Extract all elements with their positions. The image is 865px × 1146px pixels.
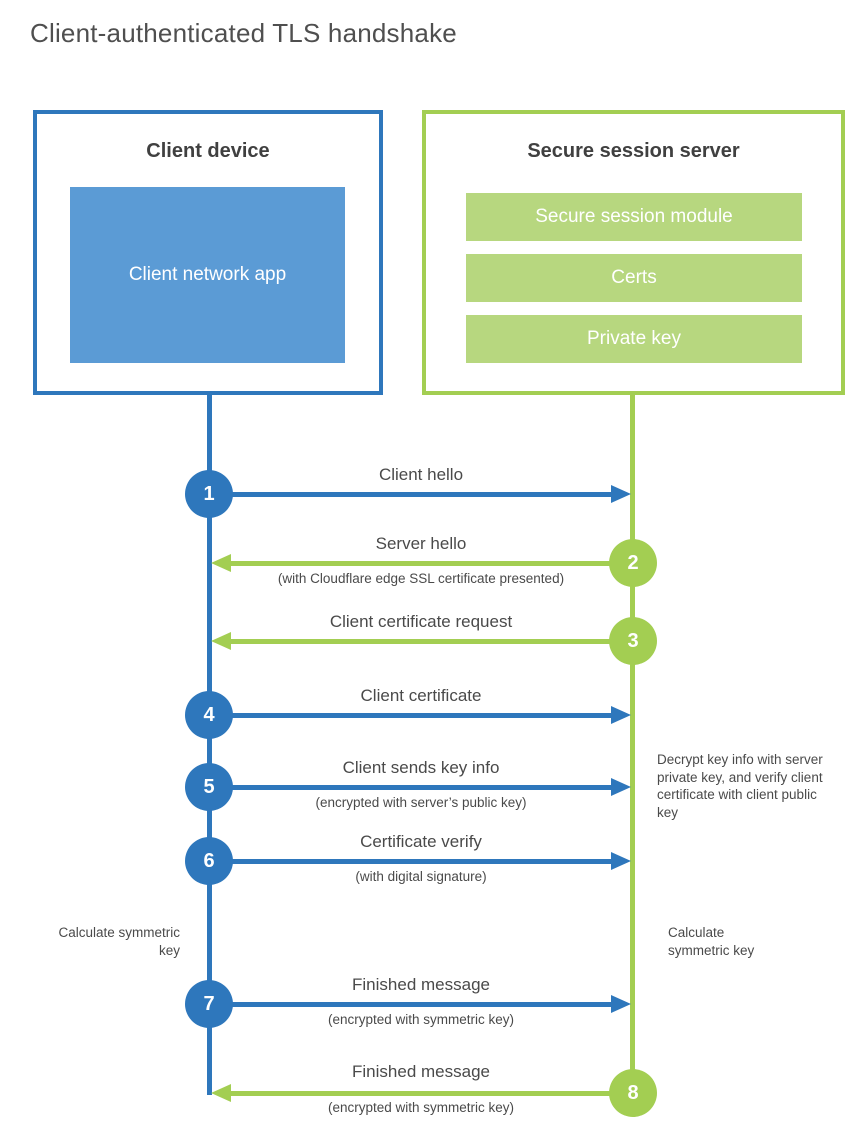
step-number: 7 xyxy=(203,992,215,1015)
step-number: 4 xyxy=(203,703,215,726)
msg-label-client-certificate: Client certificate xyxy=(360,686,482,705)
step-number: 2 xyxy=(627,551,639,574)
msg-label-client-sends-key-info: Client sends key info xyxy=(342,758,500,777)
step-circle-3: 3 xyxy=(609,617,657,665)
note-calculate-symmetric-key-client: Calculate symmetric key xyxy=(58,925,180,958)
arrowhead-left-icon xyxy=(211,1084,231,1102)
arrowhead-left-icon xyxy=(211,554,231,572)
arrowhead-right-icon xyxy=(611,852,631,870)
page-title: Client-authenticated TLS handshake xyxy=(30,18,457,48)
step-number: 3 xyxy=(627,629,639,652)
arrowhead-left-icon xyxy=(211,632,231,650)
arrow-client-certificate xyxy=(209,713,611,718)
server-secure-session-module-bar: Secure session module xyxy=(466,193,802,241)
note-calculate-symmetric-key-server: Calculate symmetric key xyxy=(668,925,755,958)
secure-session-server-title: Secure session server xyxy=(527,140,740,162)
msg-label-finished-message-server: Finished message xyxy=(352,1062,490,1081)
note-decrypt-key-info: Decrypt key info with server private key… xyxy=(657,752,823,820)
arrowhead-right-icon xyxy=(611,778,631,796)
arrow-client-sends-key-info xyxy=(209,785,611,790)
arrow-finished-message-client xyxy=(209,1002,611,1007)
step-circle-4: 4 xyxy=(185,691,233,739)
step-circle-2: 2 xyxy=(609,539,657,587)
arrow-client-certificate-request xyxy=(231,639,633,644)
step-circle-6: 6 xyxy=(185,837,233,885)
client-device-box: Client device Client network app xyxy=(33,110,383,395)
step-circle-8: 8 xyxy=(609,1069,657,1117)
arrow-finished-message-server xyxy=(231,1091,633,1096)
arrow-client-hello xyxy=(209,492,611,497)
client-network-app-label: Client network app xyxy=(128,264,287,285)
msg-sub-certificate-verify: (with digital signature) xyxy=(355,869,487,884)
msg-label-server-hello: Server hello xyxy=(375,534,467,553)
msg-sub-finished-message-server: (encrypted with symmetric key) xyxy=(327,1100,515,1115)
client-lifeline xyxy=(207,393,212,1095)
step-circle-1: 1 xyxy=(185,470,233,518)
server-certs-bar: Certs xyxy=(466,254,802,302)
step-number: 1 xyxy=(203,482,215,505)
step-circle-5: 5 xyxy=(185,763,233,811)
step-number: 6 xyxy=(203,849,215,872)
server-private-key-bar: Private key xyxy=(466,315,802,363)
msg-label-client-certificate-request: Client certificate request xyxy=(329,612,513,631)
arrowhead-right-icon xyxy=(611,995,631,1013)
arrow-certificate-verify xyxy=(209,859,611,864)
arrowhead-right-icon xyxy=(611,485,631,503)
client-device-title: Client device xyxy=(146,140,270,162)
step-number: 5 xyxy=(203,775,215,798)
msg-sub-client-sends-key-info: (encrypted with server’s public key) xyxy=(315,795,527,810)
msg-label-finished-message-client: Finished message xyxy=(352,975,490,994)
msg-label-certificate-verify: Certificate verify xyxy=(360,832,482,851)
msg-sub-server-hello: (with Cloudflare edge SSL certificate pr… xyxy=(277,571,565,586)
step-circle-7: 7 xyxy=(185,980,233,1028)
arrowhead-right-icon xyxy=(611,706,631,724)
arrow-server-hello xyxy=(231,561,633,566)
server-lifeline xyxy=(630,393,635,1093)
msg-sub-finished-message-client: (encrypted with symmetric key) xyxy=(327,1012,515,1027)
secure-session-server-box: Secure session server Secure session mod… xyxy=(422,110,845,395)
client-network-app-box: Client network app xyxy=(70,187,345,363)
msg-label-client-hello: Client hello xyxy=(378,465,464,484)
step-number: 8 xyxy=(627,1081,639,1104)
